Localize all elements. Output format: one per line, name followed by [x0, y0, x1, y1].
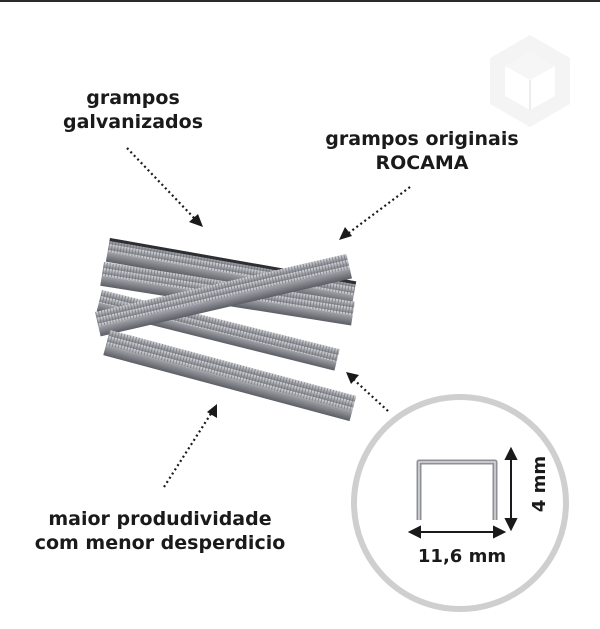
arrow-galvanized — [126, 147, 197, 221]
arrow-original — [345, 186, 411, 236]
original-label-line2: ROCAMA — [375, 152, 469, 174]
width-label: 11,6 mm — [417, 546, 507, 567]
staple-strip — [94, 253, 353, 337]
productivity-label: maior produdividade com menor desperdici… — [20, 507, 300, 555]
original-label: grampos originais ROCAMA — [322, 127, 522, 175]
staple-strips — [94, 237, 357, 422]
pointer-arrows — [126, 147, 411, 488]
staple-strip — [103, 330, 357, 422]
cube-logo-watermark — [490, 35, 570, 127]
closeup-circle — [351, 394, 569, 612]
original-label-line1: grampos originais — [325, 128, 519, 150]
productivity-label-line2: com menor desperdicio — [34, 532, 286, 554]
height-label: 4 mm — [529, 455, 550, 513]
galvanized-label: grampos galvanizados — [48, 86, 218, 134]
arrow-productivity — [163, 411, 213, 488]
arrow-heads — [189, 214, 359, 418]
galvanized-label-line1: grampos — [86, 87, 180, 109]
productivity-label-line1: maior produdividade — [48, 508, 272, 530]
width-dimension-arrow — [407, 525, 507, 539]
height-dimension-arrow — [504, 446, 518, 532]
arrow-closeup — [351, 377, 389, 412]
galvanized-label-line2: galvanizados — [62, 111, 204, 133]
top-border — [0, 0, 600, 2]
